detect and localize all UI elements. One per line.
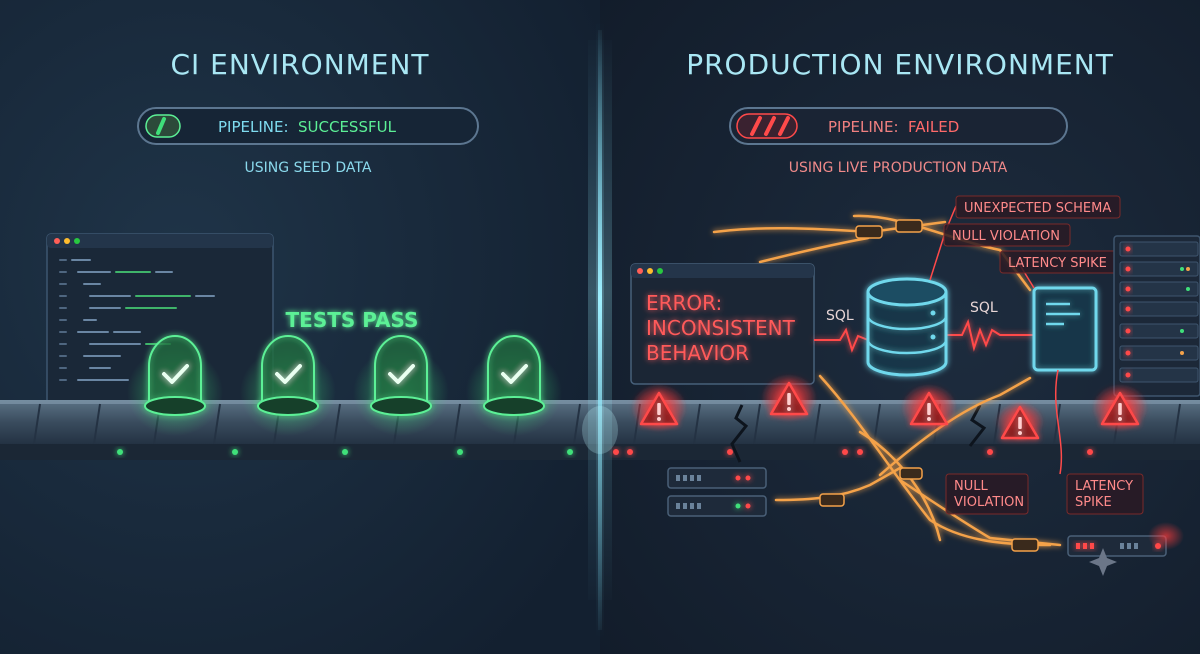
ci-pipeline-badge: PIPELINE: SUCCESSFUL [137, 107, 479, 145]
environment-divider [582, 30, 618, 630]
prod-pipeline-label: PIPELINE: [828, 118, 899, 136]
svg-text:VIOLATION: VIOLATION [954, 495, 1024, 510]
test-capsules [127, 334, 562, 436]
svg-text:LATENCY: LATENCY [1075, 479, 1133, 494]
prod-data-source: USING LIVE PRODUCTION DATA [789, 160, 1008, 176]
test-pass-check-icon [353, 334, 449, 436]
ci-data-source: USING SEED DATA [245, 160, 372, 176]
sparkle-icon [1089, 548, 1117, 576]
sql-signal-right [946, 318, 1034, 352]
test-pass-check-icon [466, 334, 562, 436]
server-units [667, 467, 767, 517]
error-line-3: BEHAVIOR [646, 341, 749, 365]
prod-belt-status-dots [613, 449, 1093, 455]
sql-label-right: SQL [970, 300, 998, 316]
crack [968, 404, 987, 447]
error-line-1: ERROR: [646, 291, 722, 315]
warning-icon [996, 402, 1044, 442]
warning-icon [901, 384, 957, 432]
callout-leader [1054, 369, 1063, 475]
document-icon [1032, 286, 1098, 372]
warning-icons [631, 374, 1148, 442]
sql-label-left: SQL [826, 308, 854, 324]
server-unit [1067, 522, 1184, 557]
prod-title: PRODUCTION ENVIRONMENT [686, 48, 1114, 81]
ci-belt-status-dots [117, 449, 573, 455]
prod-pipeline-badge: PIPELINE: FAILED [729, 107, 1068, 145]
sql-signal-left [814, 327, 869, 353]
callout-null-violation-top: NULL VIOLATION [943, 223, 1071, 247]
server-rack [1113, 235, 1200, 397]
code-editor-window [46, 233, 274, 405]
warning-icon [631, 384, 687, 432]
svg-text:LATENCY SPIKE: LATENCY SPIKE [1008, 256, 1107, 271]
svg-text:NULL: NULL [954, 479, 988, 494]
test-pass-check-icon [240, 334, 336, 436]
ci-pipeline-label: PIPELINE: [218, 118, 289, 136]
warning-icon [1092, 384, 1148, 432]
ci-title: CI ENVIRONMENT [170, 48, 429, 81]
svg-text:NULL VIOLATION: NULL VIOLATION [952, 229, 1060, 244]
callout-null-violation-bottom: NULL VIOLATION [945, 473, 1029, 515]
tests-pass-label: TESTS PASS [286, 308, 419, 332]
error-line-2: INCONSISTENT [646, 316, 796, 340]
ci-pipeline-status: SUCCESSFUL [298, 118, 397, 136]
svg-text:SPIKE: SPIKE [1075, 495, 1112, 510]
progress-stripe-icon [156, 117, 166, 135]
warning-icon [761, 374, 817, 422]
database-icon [866, 277, 948, 377]
test-pass-check-icon [127, 334, 223, 436]
callout-latency-spike-top: LATENCY SPIKE [999, 250, 1119, 274]
data-packets [819, 219, 1039, 552]
error-window: ERROR: INCONSISTENT BEHAVIOR [630, 263, 815, 385]
prod-pipeline-status: FAILED [908, 118, 959, 136]
failed-stripes-icon [750, 116, 790, 136]
callout-leader [929, 235, 945, 281]
svg-text:UNEXPECTED SCHEMA: UNEXPECTED SCHEMA [964, 201, 1111, 216]
crack [730, 404, 749, 463]
callout-latency-spike-bottom: LATENCY SPIKE [1066, 473, 1144, 515]
callout-unexpected-schema: UNEXPECTED SCHEMA [955, 195, 1121, 219]
